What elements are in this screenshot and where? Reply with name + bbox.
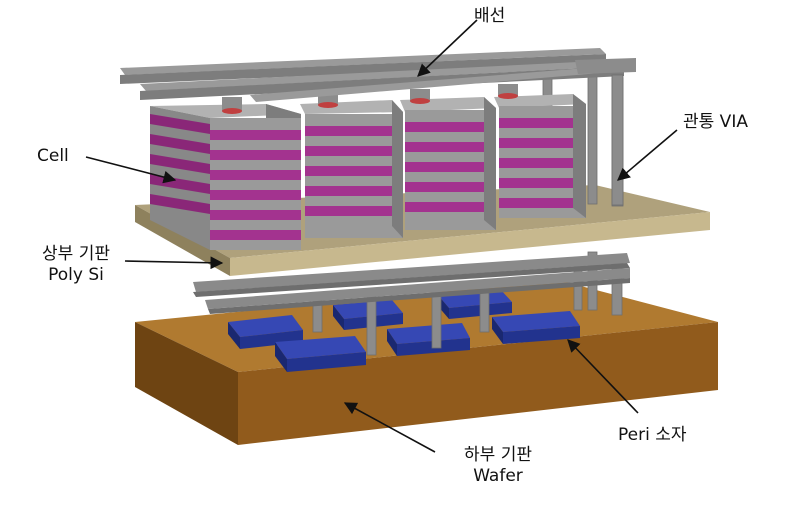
peri-devices <box>228 289 580 372</box>
cell-stack <box>150 104 301 250</box>
cell-connectors <box>222 84 518 114</box>
cell-stack <box>400 97 496 230</box>
cell-stack <box>300 100 403 238</box>
label-upper-substrate-line2: Poly Si <box>48 265 104 285</box>
label-wiring: 배선 <box>474 6 506 26</box>
label-lower-substrate-line2: Wafer <box>473 466 523 486</box>
label-lower-substrate-line1: 하부 기판 <box>464 445 532 465</box>
lower-wiring <box>193 253 630 314</box>
label-lower-substrate: 하부 기판 Wafer <box>448 445 548 487</box>
cell-stack-layers <box>150 114 301 250</box>
arrow-lower-substrate <box>343 402 436 453</box>
cell-stack-layers <box>499 106 586 218</box>
arrow-upper-substrate <box>124 256 224 270</box>
arrow-via <box>617 129 678 181</box>
cell-stack-layers <box>405 110 496 230</box>
top-wiring <box>120 48 636 102</box>
arrow-peri <box>567 339 639 414</box>
label-upper-substrate: 상부 기판 Poly Si <box>28 244 124 286</box>
peri-pad <box>228 315 303 349</box>
label-cell: Cell <box>37 146 69 166</box>
front-via-pillar <box>611 74 624 206</box>
arrow-wiring <box>417 19 478 77</box>
label-upper-substrate-line1: 상부 기판 <box>42 244 110 264</box>
cell-stack-layers <box>305 114 403 238</box>
label-through-via: 관통 VIA <box>683 112 748 132</box>
label-peri: Peri 소자 <box>618 425 687 445</box>
peri-pad <box>275 336 366 372</box>
cell-stack <box>494 94 586 218</box>
peri-pad <box>492 311 580 344</box>
arrow-cell <box>85 156 177 184</box>
annotation-arrows <box>85 19 678 453</box>
